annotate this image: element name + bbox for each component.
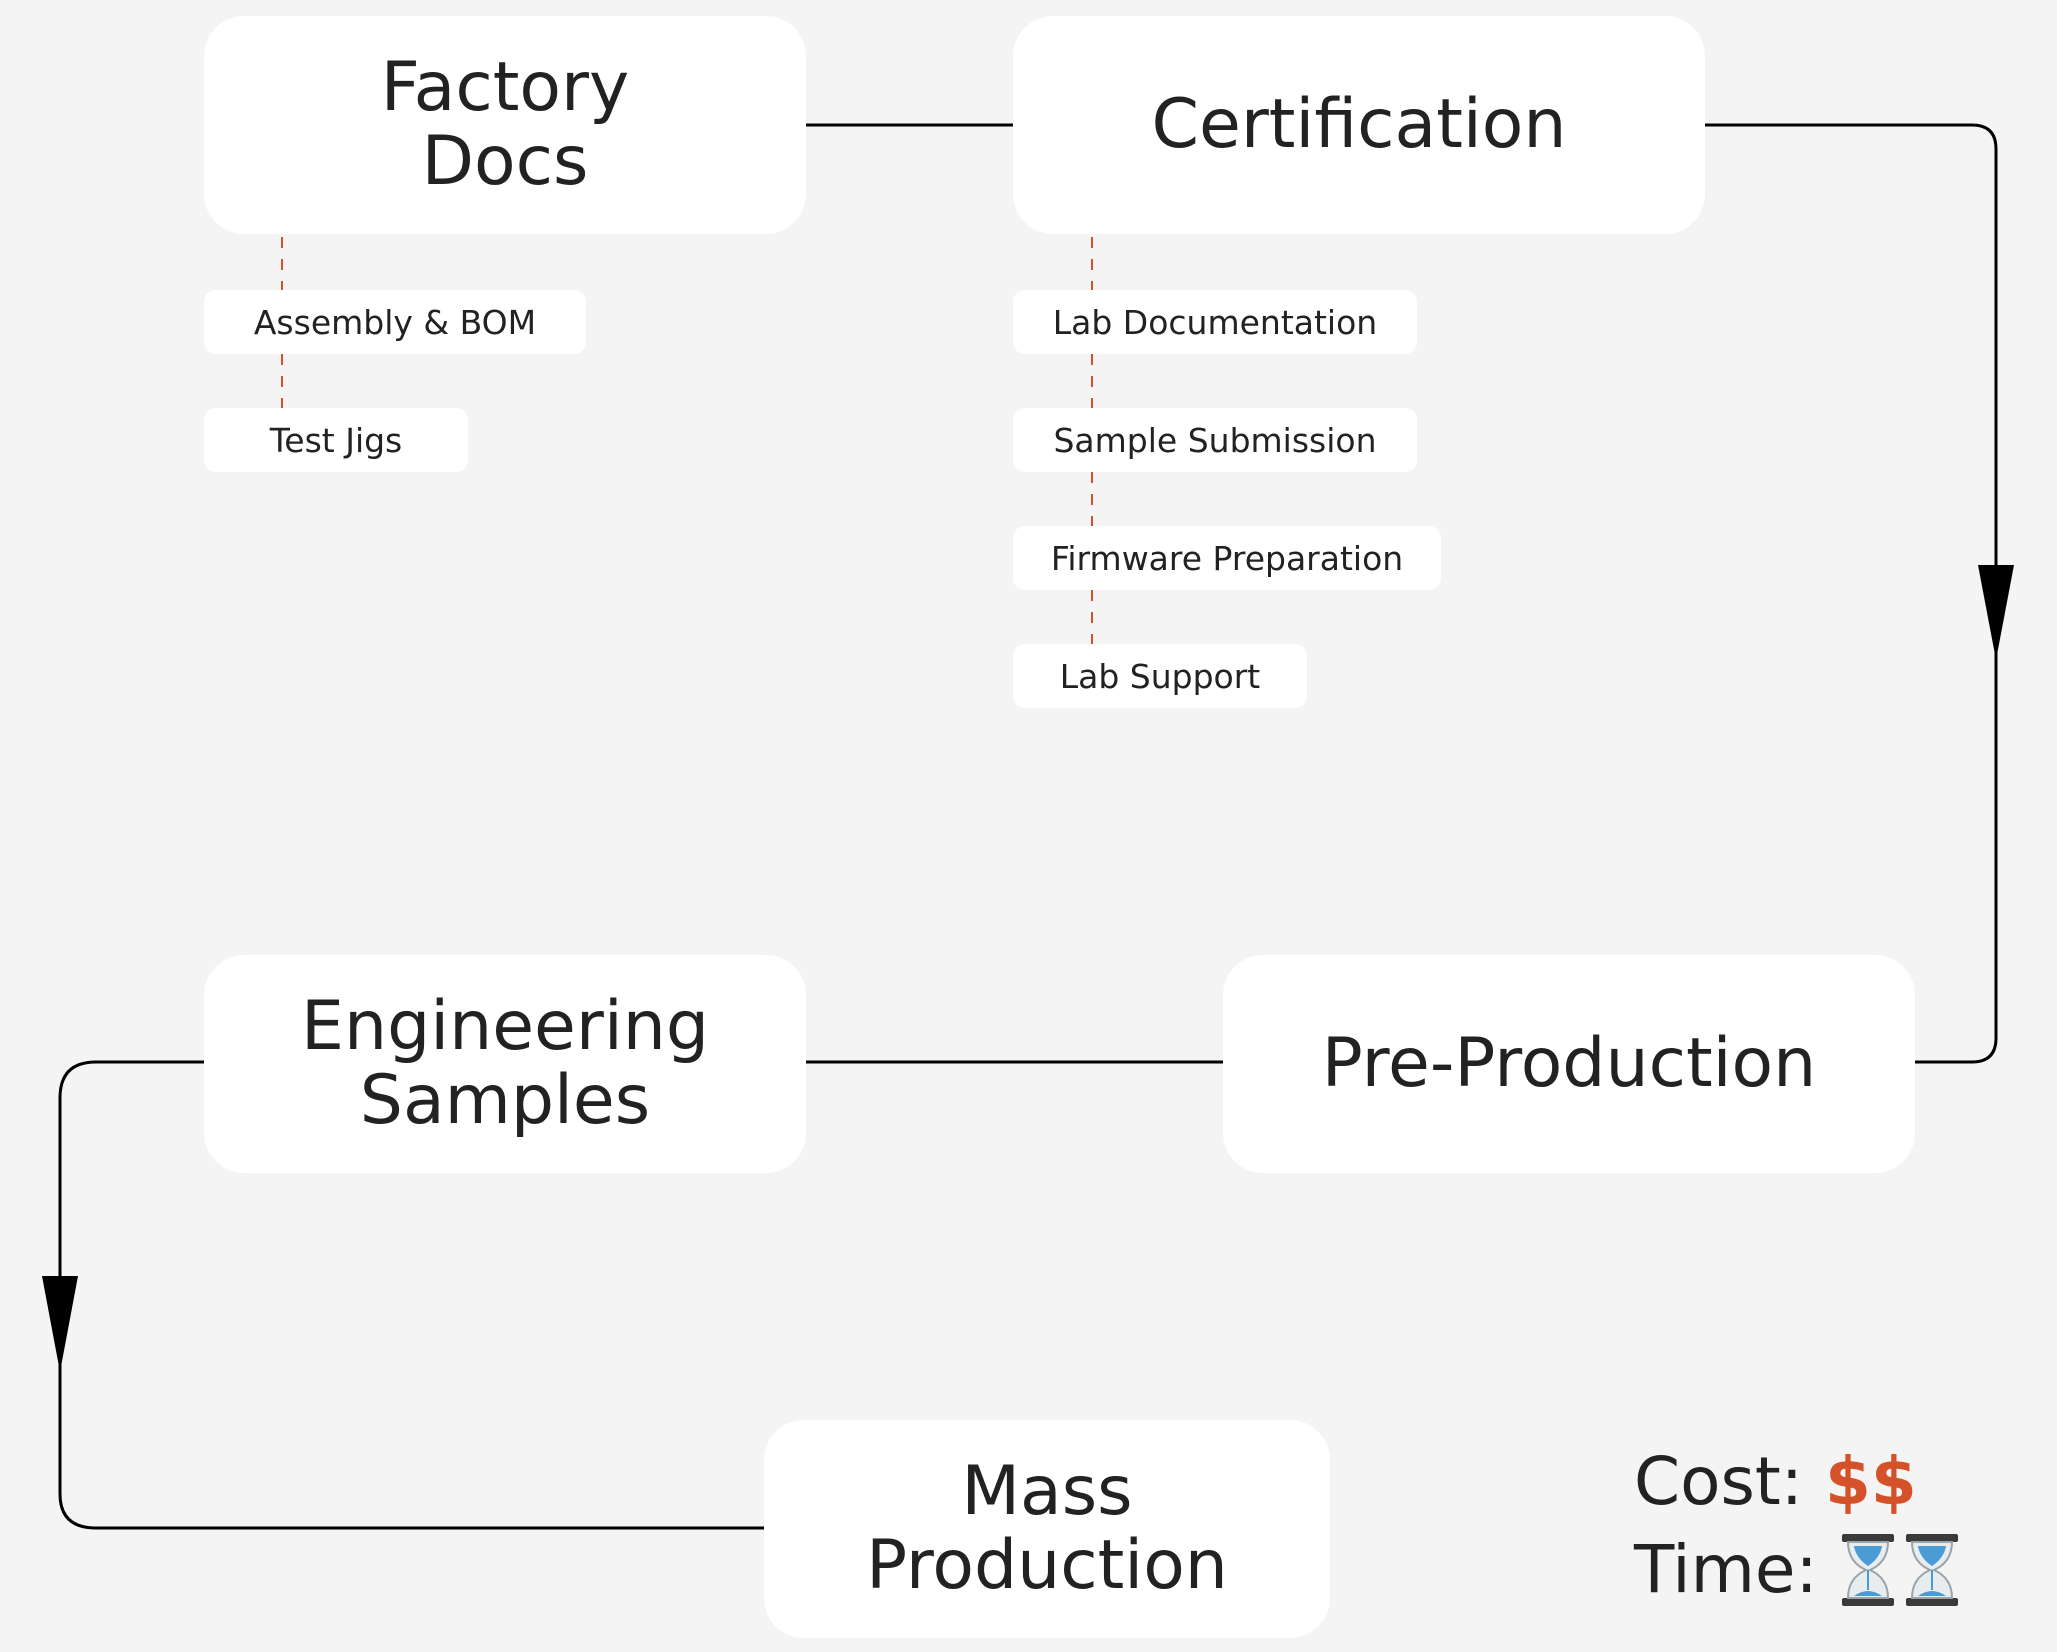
stage-certification: Certification bbox=[1013, 16, 1705, 234]
arrow-down-icon bbox=[1978, 565, 2014, 660]
stage-pre-production: Pre-Production bbox=[1223, 955, 1915, 1173]
task-lab-support: Lab Support bbox=[1013, 644, 1307, 708]
stage-engineering-samples: Engineering Samples bbox=[204, 955, 806, 1173]
stage-mass-production: Mass Production bbox=[764, 1420, 1330, 1638]
time-icons bbox=[1840, 1532, 1960, 1608]
cost-label: Cost: bbox=[1634, 1443, 1803, 1520]
task-assembly-bom: Assembly & BOM bbox=[204, 290, 586, 354]
hourglass-icon bbox=[1841, 1534, 1894, 1606]
connector-engineering-samples-to-mass-production bbox=[58, 1060, 764, 1530]
legend-cost: Cost: $$ bbox=[1634, 1438, 1960, 1526]
time-label: Time: bbox=[1634, 1531, 1818, 1608]
task-sample-submission: Sample Submission bbox=[1013, 408, 1417, 472]
task-test-jigs: Test Jigs bbox=[204, 408, 468, 472]
legend-time: Time: bbox=[1634, 1526, 1960, 1614]
legend: Cost: $$ Time: bbox=[1634, 1438, 1960, 1614]
stage-factory-docs: Factory Docs bbox=[204, 16, 806, 234]
arrow-down-icon bbox=[42, 1276, 78, 1372]
task-firmware-preparation: Firmware Preparation bbox=[1013, 526, 1441, 590]
hourglass-icon bbox=[1905, 1534, 1958, 1606]
connector-certification-to-pre-production bbox=[1705, 123, 1998, 1064]
cost-value: $$ bbox=[1824, 1443, 1917, 1520]
task-lab-documentation: Lab Documentation bbox=[1013, 290, 1417, 354]
